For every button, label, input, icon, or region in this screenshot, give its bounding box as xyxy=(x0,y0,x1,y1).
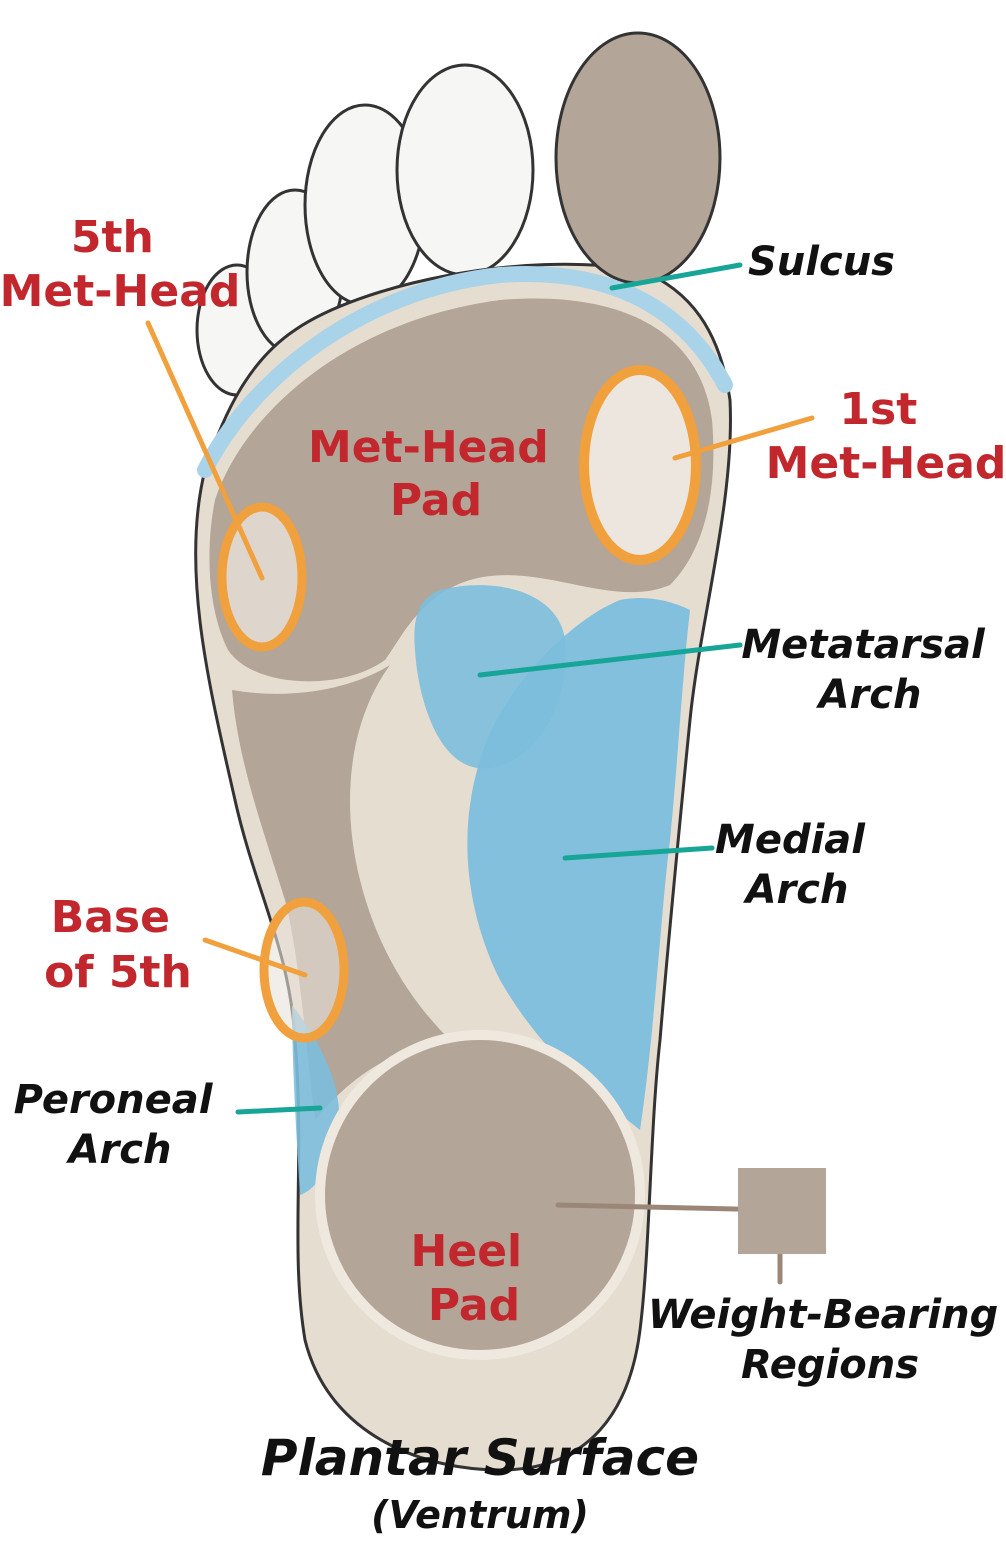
big-toe xyxy=(554,31,722,285)
base-of-fifth-marker xyxy=(259,897,349,1043)
second-toe xyxy=(395,63,535,277)
weight-bearing-regions-label: Weight-Bearing Regions xyxy=(648,1292,1006,1388)
first-met-head-label: 1st Met-Head xyxy=(766,384,1006,489)
fifth-met-head-leader xyxy=(145,320,265,581)
toes xyxy=(195,63,535,397)
metatarsal-arch-label: Metatarsal Arch xyxy=(741,622,998,718)
met-head-pad-label: Met-Head Pad xyxy=(308,422,564,526)
heel-pad-label: Heel Pad xyxy=(411,1226,538,1331)
sulcus-band xyxy=(197,266,733,478)
metatarsal-arch-region xyxy=(414,585,566,769)
first-met-head-marker xyxy=(579,365,701,565)
first-met-head-leader xyxy=(672,415,815,461)
base-of-fifth-leader xyxy=(202,937,308,978)
peroneal-arch-label: Peroneal Arch xyxy=(14,1077,227,1173)
medial-arch-label: Medial Arch xyxy=(715,817,879,913)
peroneal-arch-leader xyxy=(235,1105,323,1115)
sulcus-label: Sulcus xyxy=(748,239,895,285)
diagram-title: Plantar Surface xyxy=(261,1429,699,1487)
lateral-weight-bearing-band xyxy=(232,665,450,1120)
base-of-fifth-label: Base of 5th xyxy=(44,892,192,998)
fifth-met-head-label: 5th Met-Head xyxy=(0,212,240,317)
weight-bearing-legend-swatch xyxy=(738,1168,826,1254)
met-head-pad-region xyxy=(209,298,714,682)
diagram-subtitle: (Ventrum) xyxy=(371,1493,589,1537)
sulcus-leader xyxy=(609,262,743,291)
metatarsal-arch-leader xyxy=(477,642,743,678)
medial-arch-leader xyxy=(562,845,715,861)
heel-pad-region xyxy=(315,1030,645,1360)
